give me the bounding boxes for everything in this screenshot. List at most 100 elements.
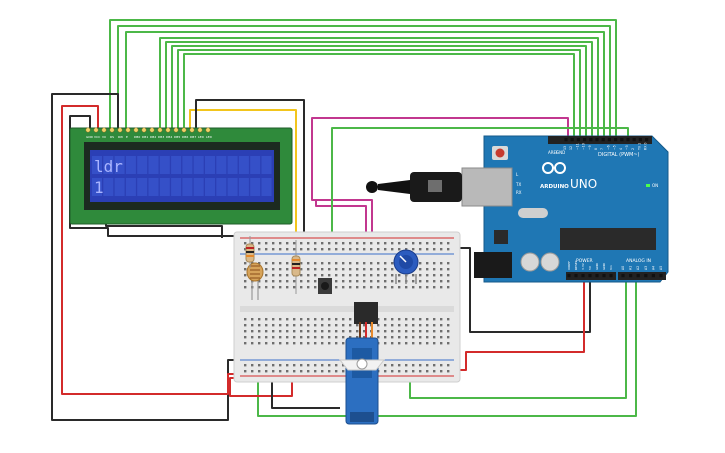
breadboard-hole[interactable] xyxy=(433,286,436,289)
breadboard-hole[interactable] xyxy=(384,242,387,245)
breadboard-hole[interactable] xyxy=(279,268,282,271)
breadboard-hole[interactable] xyxy=(293,242,296,245)
breadboard-hole[interactable] xyxy=(244,342,247,345)
breadboard-hole[interactable] xyxy=(384,336,387,339)
breadboard-hole[interactable] xyxy=(328,324,331,327)
wire-black-lcd-top[interactable] xyxy=(195,99,305,238)
breadboard-hole[interactable] xyxy=(272,286,275,289)
breadboard-hole[interactable] xyxy=(307,286,310,289)
breadboard-hole[interactable] xyxy=(419,336,422,339)
breadboard-hole[interactable] xyxy=(314,370,317,373)
power-pin-socket[interactable] xyxy=(609,274,613,278)
breadboard-hole[interactable] xyxy=(412,318,415,321)
breadboard-hole[interactable] xyxy=(272,342,275,345)
breadboard-hole[interactable] xyxy=(244,370,247,373)
breadboard-hole[interactable] xyxy=(286,364,289,367)
breadboard-hole[interactable] xyxy=(307,324,310,327)
breadboard-hole[interactable] xyxy=(342,248,345,251)
breadboard-hole[interactable] xyxy=(307,342,310,345)
breadboard-hole[interactable] xyxy=(300,318,303,321)
breadboard-hole[interactable] xyxy=(314,248,317,251)
digital-pin-socket[interactable] xyxy=(607,138,611,142)
breadboard-hole[interactable] xyxy=(265,262,268,265)
breadboard-hole[interactable] xyxy=(328,262,331,265)
wire-red-rail-loop[interactable] xyxy=(229,377,293,397)
breadboard-hole[interactable] xyxy=(279,242,282,245)
breadboard-hole[interactable] xyxy=(321,268,324,271)
breadboard-hole[interactable] xyxy=(419,248,422,251)
breadboard-hole[interactable] xyxy=(300,248,303,251)
breadboard-hole[interactable] xyxy=(293,364,296,367)
wire-yellow-lcd[interactable] xyxy=(189,109,297,242)
breadboard-hole[interactable] xyxy=(265,324,268,327)
breadboard-hole[interactable] xyxy=(440,364,443,367)
breadboard-hole[interactable] xyxy=(440,330,443,333)
breadboard-hole[interactable] xyxy=(433,274,436,277)
breadboard-hole[interactable] xyxy=(300,280,303,283)
breadboard-hole[interactable] xyxy=(377,286,380,289)
breadboard-hole[interactable] xyxy=(405,330,408,333)
breadboard-hole[interactable] xyxy=(405,242,408,245)
breadboard-hole[interactable] xyxy=(342,268,345,271)
breadboard-hole[interactable] xyxy=(419,324,422,327)
breadboard-hole[interactable] xyxy=(405,342,408,345)
breadboard-hole[interactable] xyxy=(377,248,380,251)
breadboard-hole[interactable] xyxy=(328,248,331,251)
breadboard-hole[interactable] xyxy=(258,336,261,339)
breadboard-hole[interactable] xyxy=(328,342,331,345)
breadboard-hole[interactable] xyxy=(342,364,345,367)
breadboard-hole[interactable] xyxy=(356,274,359,277)
breadboard-hole[interactable] xyxy=(293,318,296,321)
breadboard-hole[interactable] xyxy=(279,330,282,333)
breadboard-hole[interactable] xyxy=(279,286,282,289)
breadboard-hole[interactable] xyxy=(314,268,317,271)
breadboard-hole[interactable] xyxy=(286,330,289,333)
digital-pin-socket[interactable] xyxy=(632,138,636,142)
breadboard-hole[interactable] xyxy=(447,336,450,339)
breadboard-hole[interactable] xyxy=(419,364,422,367)
breadboard-hole[interactable] xyxy=(384,262,387,265)
breadboard-hole[interactable] xyxy=(419,330,422,333)
breadboard-hole[interactable] xyxy=(391,330,394,333)
breadboard-hole[interactable] xyxy=(398,286,401,289)
breadboard-hole[interactable] xyxy=(293,342,296,345)
analog-pin-socket[interactable] xyxy=(629,274,633,278)
breadboard-hole[interactable] xyxy=(307,318,310,321)
breadboard-hole[interactable] xyxy=(349,262,352,265)
breadboard-hole[interactable] xyxy=(363,268,366,271)
breadboard-hole[interactable] xyxy=(335,336,338,339)
breadboard-hole[interactable] xyxy=(447,248,450,251)
breadboard-hole[interactable] xyxy=(440,318,443,321)
breadboard-hole[interactable] xyxy=(342,342,345,345)
breadboard-hole[interactable] xyxy=(349,242,352,245)
breadboard-hole[interactable] xyxy=(412,342,415,345)
breadboard-hole[interactable] xyxy=(377,268,380,271)
wire-green-d8[interactable] xyxy=(331,127,629,270)
breadboard-hole[interactable] xyxy=(370,262,373,265)
breadboard-hole[interactable] xyxy=(412,370,415,373)
breadboard-hole[interactable] xyxy=(447,268,450,271)
breadboard-hole[interactable] xyxy=(447,242,450,245)
breadboard-hole[interactable] xyxy=(377,336,380,339)
breadboard-hole[interactable] xyxy=(419,242,422,245)
breadboard-hole[interactable] xyxy=(279,342,282,345)
breadboard-hole[interactable] xyxy=(440,342,443,345)
breadboard-hole[interactable] xyxy=(265,242,268,245)
breadboard-hole[interactable] xyxy=(349,330,352,333)
breadboard-hole[interactable] xyxy=(286,286,289,289)
breadboard-hole[interactable] xyxy=(335,262,338,265)
breadboard-hole[interactable] xyxy=(314,342,317,345)
breadboard-hole[interactable] xyxy=(279,274,282,277)
breadboard-hole[interactable] xyxy=(286,318,289,321)
breadboard-hole[interactable] xyxy=(440,336,443,339)
breadboard-hole[interactable] xyxy=(244,262,247,265)
pushbutton[interactable] xyxy=(318,278,332,294)
breadboard-hole[interactable] xyxy=(391,286,394,289)
breadboard-hole[interactable] xyxy=(384,268,387,271)
breadboard-hole[interactable] xyxy=(433,364,436,367)
breadboard-hole[interactable] xyxy=(398,330,401,333)
wire-black-lcd-gnd[interactable] xyxy=(51,93,240,421)
breadboard-hole[interactable] xyxy=(272,318,275,321)
breadboard-hole[interactable] xyxy=(356,330,359,333)
